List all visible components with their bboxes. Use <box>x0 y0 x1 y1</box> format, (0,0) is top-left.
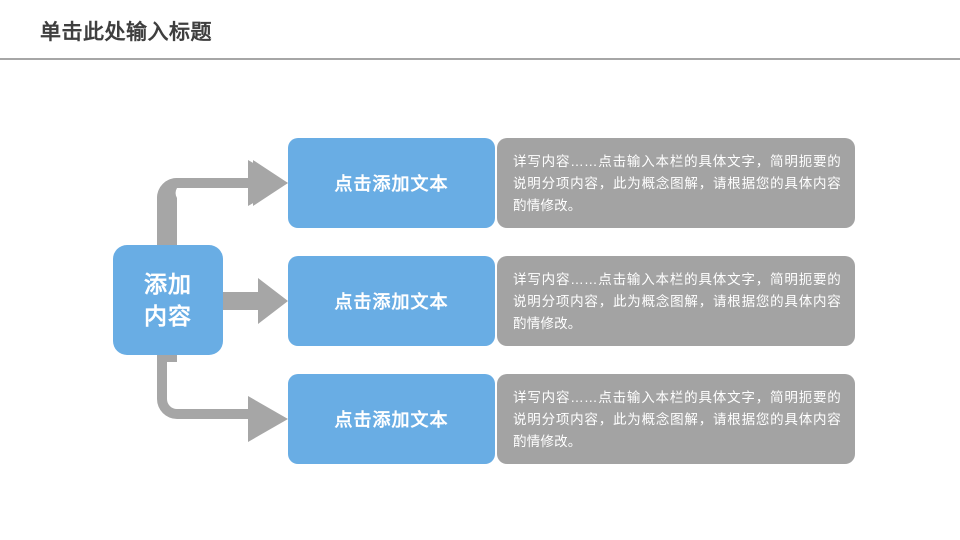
page-title[interactable]: 单击此处输入标题 <box>40 21 212 44</box>
title-divider <box>0 58 960 60</box>
branch-label-box-1[interactable]: 点击添加文本 <box>288 138 495 228</box>
straight-right-arrow-icon <box>223 278 288 324</box>
branch-row: 点击添加文本 详写内容……点击输入本栏的具体文字，简明扼要的说明分项内容，此为概… <box>288 374 855 464</box>
branch-description-box-3[interactable]: 详写内容……点击输入本栏的具体文字，简明扼要的说明分项内容，此为概念图解，请根据… <box>497 374 855 464</box>
branch-label-text: 点击添加文本 <box>334 174 449 194</box>
branch-label-box-3[interactable]: 点击添加文本 <box>288 374 495 464</box>
branch-row: 点击添加文本 详写内容……点击输入本栏的具体文字，简明扼要的说明分项内容，此为概… <box>288 256 855 346</box>
branch-label-text: 点击添加文本 <box>334 410 449 430</box>
branch-description-box-1[interactable]: 详写内容……点击输入本栏的具体文字，简明扼要的说明分项内容，此为概念图解，请根据… <box>497 138 855 228</box>
slide-header: 单击此处输入标题 <box>0 0 960 60</box>
branch-description-text: 详写内容……点击输入本栏的具体文字，简明扼要的说明分项内容，此为概念图解，请根据… <box>513 272 841 331</box>
branch-label-text: 点击添加文本 <box>334 292 449 312</box>
branch-description-text: 详写内容……点击输入本栏的具体文字，简明扼要的说明分项内容，此为概念图解，请根据… <box>513 154 841 213</box>
elbow-up-arrow-icon <box>157 160 288 254</box>
branch-description-text: 详写内容……点击输入本栏的具体文字，简明扼要的说明分项内容，此为概念图解，请根据… <box>513 390 841 449</box>
branch-label-box-2[interactable]: 点击添加文本 <box>288 256 495 346</box>
branch-row: 点击添加文本 详写内容……点击输入本栏的具体文字，简明扼要的说明分项内容，此为概… <box>288 138 855 228</box>
branch-description-box-2[interactable]: 详写内容……点击输入本栏的具体文字，简明扼要的说明分项内容，此为概念图解，请根据… <box>497 256 855 346</box>
hub-label-line-2: 内容 <box>144 303 192 329</box>
elbow-down-arrow-icon <box>157 348 288 442</box>
hub-label-line-1: 添加 <box>144 271 192 297</box>
hub-node[interactable]: 添加 内容 <box>113 245 223 355</box>
